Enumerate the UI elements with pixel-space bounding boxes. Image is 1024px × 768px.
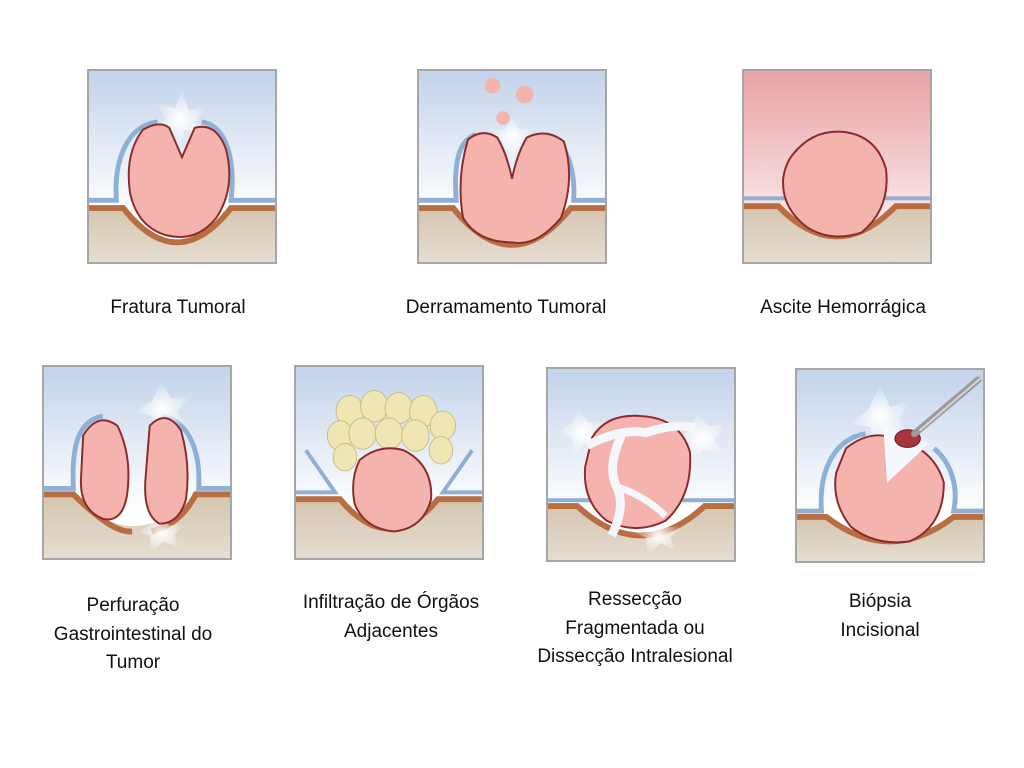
panel-fragmented-resection bbox=[546, 367, 736, 562]
label-adjacent-organ-infiltration: Infiltração de Órgãos Adjacentes bbox=[302, 592, 480, 642]
panel-gi-perforation bbox=[42, 365, 232, 560]
panel-adjacent-organ-infiltration bbox=[294, 365, 484, 560]
label-fragmented-resection: Ressecção Fragmentada ou Dissecção Intra… bbox=[537, 589, 733, 667]
label-tumor-spillage: Derramamento Tumoral bbox=[405, 297, 607, 318]
label-gi-perforation: Perfuração Gastrointestinal do Tumor bbox=[53, 595, 213, 673]
panel-hemorrhagic-ascites bbox=[742, 69, 932, 264]
panel-tumor-fracture bbox=[87, 69, 277, 264]
panel-incisional-biopsy bbox=[795, 368, 985, 563]
label-incisional-biopsy: Biópsia Incisional bbox=[840, 591, 920, 641]
label-tumor-fracture: Fratura Tumoral bbox=[110, 297, 246, 318]
panel-tumor-spillage bbox=[417, 69, 607, 264]
label-hemorrhagic-ascites: Ascite Hemorrágica bbox=[760, 297, 926, 318]
